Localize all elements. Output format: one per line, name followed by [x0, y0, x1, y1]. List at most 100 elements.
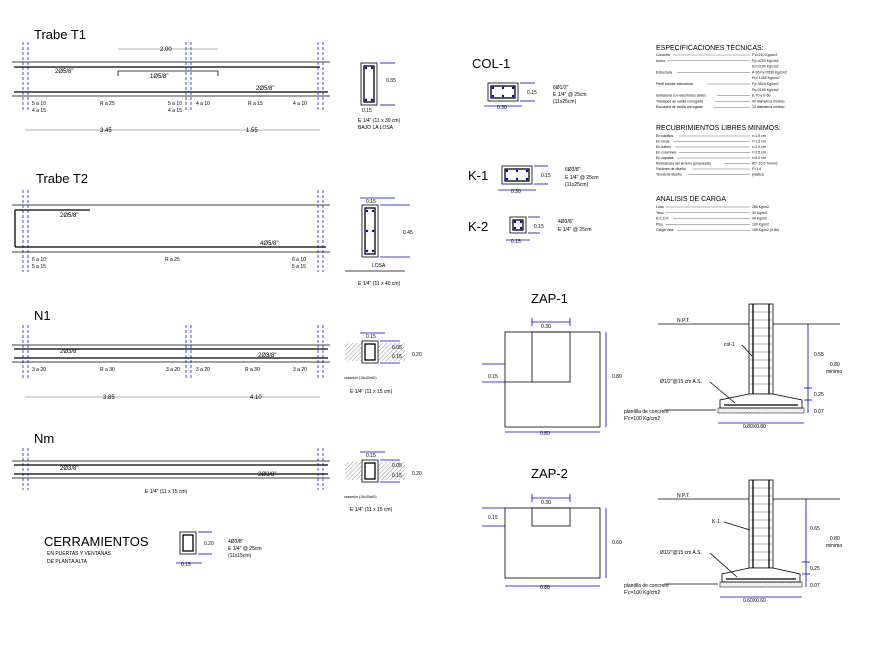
zap2-d3: 0.25	[810, 566, 820, 572]
n1-stirrup-1: 3 a 20	[32, 367, 46, 373]
zap1-d2: 0.80	[830, 362, 840, 368]
trabe-t1-stirrup-2: 4 a 15	[32, 108, 46, 114]
rec-row-value: r=1.5 cm	[752, 140, 766, 144]
trabe-t1-elevation: Trabe T1 2.00 2Ø5/8" 1Ø5/8" 2Ø5/8" 5 a 1…	[12, 27, 330, 134]
k2-w: 0.15	[511, 239, 521, 245]
col1-note1: 6Ø1/2"	[553, 85, 569, 91]
n1-span-right: 4.10	[250, 395, 262, 401]
n1-stirrup-5: R a 30	[245, 367, 260, 373]
specs-load-heading: ANALISIS DE CARGA	[656, 196, 726, 203]
zap2-npt: N.P.T.	[677, 493, 690, 499]
rec-row-label: Factores de diseño	[656, 167, 686, 171]
load-row-value: 280 Kg/m2	[752, 205, 769, 209]
cerramientos-note3: (11x15cm)	[228, 553, 252, 559]
load-row-value: 150 Kg/m2 (0.84)	[752, 228, 779, 232]
spec-row-label: Acero	[656, 59, 665, 63]
trabe-t1-stirrup-8: 4 a 10	[293, 101, 307, 107]
k2-title: K-2	[468, 219, 488, 234]
trabe-t2-section-note: E 1/4" (11 x 40 cm)	[358, 281, 401, 287]
n1-section: 0.15 0.05 0.15 0.20 cassetón (15x30x60) …	[344, 332, 422, 395]
spec-row-value: Fs=2100 Kg/cm2	[752, 88, 779, 92]
n1-bar-top: 2Ø3/8"	[60, 349, 78, 355]
spec-row-value: Fy=4200 Kg/cm2	[752, 59, 779, 63]
n1-stirrup-2: R a 30	[100, 367, 115, 373]
cerramientos-sub2: DE PLANTA ALTA	[47, 559, 88, 565]
k2-h: 0.15	[534, 224, 544, 230]
col1-section: COL-1 0.15 0.30 6Ø1/2" E 1/4" @ 25cm (11…	[472, 56, 587, 111]
spec-row-label: Escuadra de varilla corrugada	[656, 105, 703, 109]
trabe-t2-bar-bottom: 4Ø5/8"	[260, 241, 278, 247]
trabe-t1-section: 0.35 0.15 E 1/4" (11 x 30 cm) BAJO LA LO…	[358, 62, 401, 131]
k1-h: 0.15	[541, 173, 551, 179]
trabe-t1-section-h: 0.35	[386, 78, 396, 84]
rec-row-value: r=5.0 cm	[752, 156, 766, 160]
k1-note2: E 1/4" @ 25cm	[565, 175, 599, 181]
trabe-t2-stirrup-3: R a 25	[165, 257, 180, 263]
spec-row-label: Estructura	[656, 70, 672, 74]
spec-row-value: F'c=210 Kg/cm2	[752, 53, 777, 57]
trabe-t2-stirrup-1: 6 a 10	[32, 257, 46, 263]
nm-section-note: E 1/4" (11 x 15 cm)	[350, 507, 393, 513]
specs-rec-heading: RECUBRIMIENTOS LIBRES MINIMOS:	[656, 125, 781, 132]
nm-section: 0.15 0.05 0.15 0.20 cassetón (15x30x60) …	[344, 451, 422, 513]
nm-elevation: Nm 2Ø3/8" 2Ø3/8" E 1/4" (11 x 15 cm)	[12, 431, 330, 495]
zap1-left-h: 0.15	[488, 374, 498, 380]
rec-row-value: Rt= 10.0 Ton/m2	[752, 162, 778, 166]
n1-section-w: 0.15	[366, 334, 376, 340]
n1-section-h1: 0.05	[392, 345, 402, 351]
zap2-base-w: 0.60X0.60	[743, 598, 766, 604]
zap1-d3: 0.25	[814, 392, 824, 398]
rec-row-label: En trabes	[656, 145, 671, 149]
zap1-d4: 0.07	[814, 409, 824, 415]
nm-title: Nm	[34, 431, 54, 446]
trabe-t1-stirrup-1: 5 a 10	[32, 101, 46, 107]
zap2-plan: ZAP-2 0.30 0.15 0.60 0.80	[482, 466, 622, 591]
cerramientos-note2: E 1/4" @ 25cm	[228, 546, 262, 552]
zap2-left-h: 0.15	[488, 515, 498, 521]
zap1-col-label: col-1	[724, 342, 735, 348]
trabe-t1-span-top: 2.00	[160, 47, 172, 53]
rec-row-label: En capitlos	[656, 134, 673, 138]
col1-w: 0.30	[497, 105, 507, 111]
cerramientos-sub1: EN PUERTAS Y VENTANAS	[47, 551, 112, 557]
k1-title: K-1	[468, 168, 488, 183]
zap2-plantilla2: F'c=100 Kg/cm2	[624, 590, 660, 596]
spec-row-value: Fs=2100 Kg/cm2	[752, 65, 779, 69]
trabe-t2-section: 0.15 0.45 LOSA E 1/4" (11 x 40 cm)	[345, 197, 413, 287]
zap2-bottom-w: 0.80	[540, 585, 550, 591]
n1-title: N1	[34, 308, 51, 323]
trabe-t1-span-left: 3.45	[100, 128, 112, 134]
spec-row-value: E-70 y E-60	[752, 94, 771, 98]
n1-section-h3: 0.20	[412, 352, 422, 358]
zap2-d4: 0.07	[810, 583, 820, 589]
k2-section: K-2 0.15 0.15 4Ø3/8" E 1/4" @ 25cm	[468, 216, 592, 245]
trabe-t2-title: Trabe T2	[36, 171, 88, 186]
load-row-label: Carga Viva	[656, 228, 673, 232]
spec-row-label: Traslapes de varilla corrugada	[656, 99, 703, 103]
zap1-right-h: 0.80	[612, 374, 622, 380]
nm-bar-top: 2Ø3/8"	[60, 466, 78, 472]
spec-row-label: Concreto	[656, 53, 670, 57]
trabe-t1-section-w: 0.15	[362, 108, 372, 114]
nm-section-h1: 0.05	[392, 463, 402, 469]
trabe-t2-section-w: 0.15	[366, 199, 376, 205]
zap1-bar-label: Ø1/2"@15 cm A.S.	[660, 379, 702, 385]
zap2-col-label: K-1	[712, 519, 720, 525]
k1-note3: (11x25cm)	[565, 182, 589, 188]
rec-row-label: Teoria de diseño	[656, 173, 682, 177]
zap1-plantilla2: F'c=100 Kg/cm2	[624, 416, 660, 422]
spec-row-label: Soldadura con electrodos series	[656, 94, 706, 98]
k1-w: 0.30	[511, 189, 521, 195]
load-row-value: 30 Kg/m2	[752, 211, 767, 215]
trabe-t1-title: Trabe T1	[34, 27, 86, 42]
n1-section-h2: 0.15	[392, 354, 402, 360]
spec-row-value: Fs= 1265 Kg/cm2	[752, 76, 780, 80]
k2-note2: E 1/4" @ 25cm	[558, 227, 592, 233]
rec-row-value: r=2.5 cm	[752, 151, 766, 155]
zap1-plantilla1: plantilla de concreto	[624, 409, 669, 415]
cerramientos-h: 0.20	[204, 541, 214, 547]
